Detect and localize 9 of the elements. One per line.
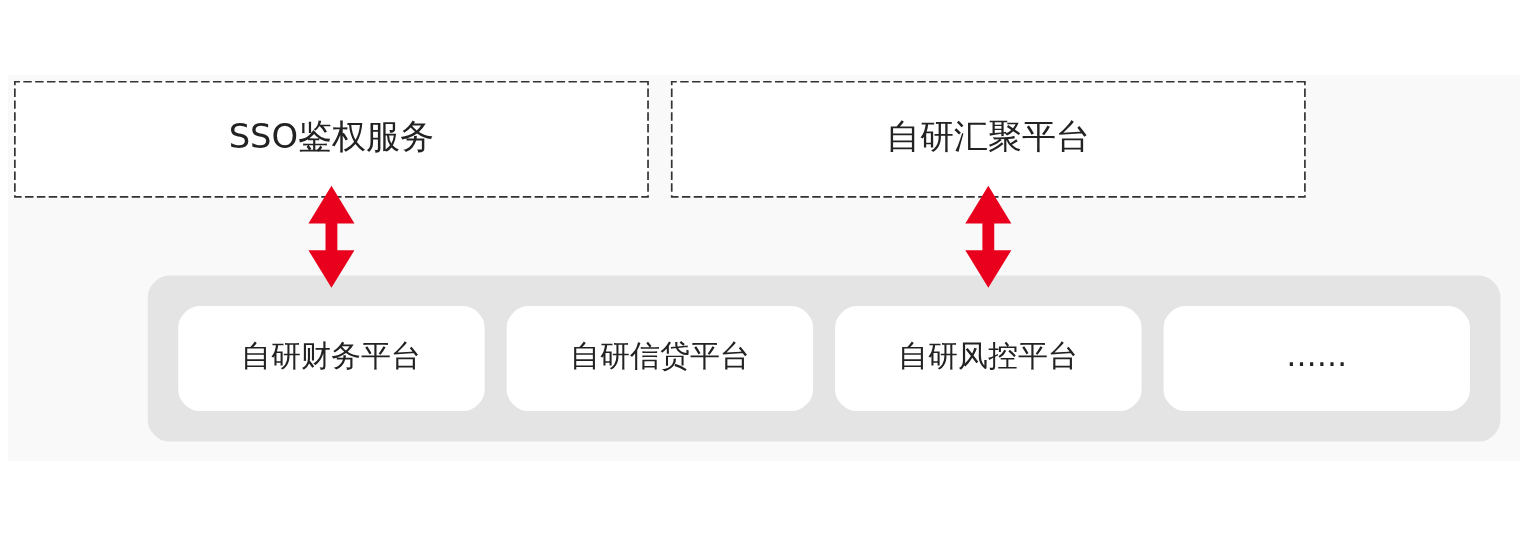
node-box: 自研汇聚平台 (670, 80, 1306, 198)
node-box: 自研财务平台 (178, 306, 485, 412)
arrow (308, 185, 355, 288)
node-box: …… (1163, 306, 1470, 412)
node-box: 自研风控平台 (835, 306, 1142, 412)
node-box: 自研信贷平台 (506, 306, 814, 412)
arrow (965, 185, 1012, 288)
node-box: SSO鉴权服务 (14, 80, 649, 198)
cluster (147, 275, 1501, 442)
